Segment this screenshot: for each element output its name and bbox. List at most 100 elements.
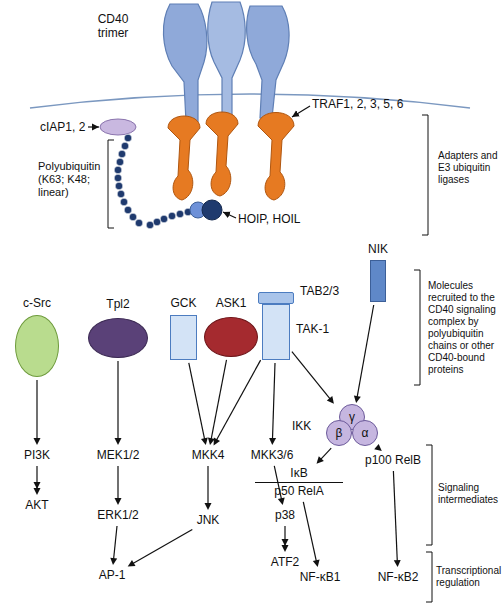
node-label: p100 RelB: [361, 453, 425, 468]
signal-node: ERK1/2: [92, 508, 144, 523]
ubiquitin-bead: [160, 215, 168, 223]
node-label: IKK: [292, 419, 311, 433]
kinase-oval: ASK1: [204, 317, 258, 357]
connector-line: [393, 471, 397, 564]
cell-membrane: [30, 94, 470, 108]
bracket-label: Transcriptional regulation: [436, 565, 502, 589]
arrow-connector: [303, 502, 319, 567]
leader-arrow: [88, 126, 99, 127]
node-label: c-Src: [5, 296, 69, 310]
ciap-oval: [100, 119, 136, 135]
arrowhead: [278, 498, 285, 506]
arrowhead: [115, 438, 122, 445]
bracket: [422, 115, 428, 235]
kinase-box: TAB2/3TAK-1: [262, 304, 290, 360]
leader-arrow: [223, 212, 236, 218]
ubiquitin-bead: [114, 166, 122, 174]
traf-adapter: [168, 116, 200, 200]
arrow-connector: [110, 526, 117, 565]
node-label: NF-κB2: [371, 570, 425, 585]
signal-node: p38: [270, 508, 300, 523]
connector-line: [378, 448, 379, 449]
ikk-complex: IKKγβα: [326, 406, 378, 446]
ubiquitin-bead: [129, 213, 137, 221]
kinase-oval: c-Src: [15, 315, 59, 377]
kinase-box: NIK: [370, 260, 386, 302]
arrow-connector: [354, 305, 374, 403]
ubiquitin-bead: [168, 212, 176, 220]
connector-line: [319, 448, 332, 461]
node-label: β: [326, 426, 352, 440]
arrowhead: [374, 444, 382, 451]
node-label: NF-κB1: [293, 570, 347, 585]
traf-adapter: [258, 113, 294, 201]
node-label: PI3K: [17, 448, 57, 463]
connector-line: [36, 380, 37, 442]
ubiquitin-bead: [124, 206, 132, 214]
connector-line: [272, 363, 275, 442]
arrowhead: [201, 438, 208, 446]
ubiquitin-bead: [115, 182, 123, 190]
arrowhead: [282, 545, 289, 552]
arrow-connector: [205, 466, 212, 510]
arrow-connector: [214, 360, 261, 445]
arrowhead: [313, 560, 320, 568]
ubiquitin-bead: [124, 134, 132, 142]
node-label: TAB2/3: [300, 284, 339, 298]
ikk-subunit: α: [352, 420, 378, 446]
arrow-connector: [393, 471, 400, 567]
node-label: TAK-1: [296, 322, 329, 336]
transcription-factor: NF-κB1: [293, 570, 347, 585]
node-label: p50 RelA: [255, 484, 343, 499]
arrow-connector: [282, 526, 289, 552]
node-label: AKT: [17, 498, 57, 513]
inhibitor-complex: IκBp50 RelA: [255, 466, 343, 499]
arrow-connector: [115, 361, 122, 445]
transcription-factor: ATF2: [265, 555, 305, 570]
ubiquitin-chain: [114, 134, 192, 229]
chain-label: Polyubiquitin (K63; K48; linear): [38, 160, 106, 199]
arrowhead: [34, 482, 41, 489]
arrow-connector: [34, 380, 41, 445]
ubiquitin-bead: [135, 219, 143, 227]
node-label: NIK: [358, 242, 398, 256]
arrowhead: [327, 396, 334, 404]
cd40-receptor: [208, 2, 246, 120]
ubiquitin-bead: [120, 198, 128, 206]
arrowhead: [214, 438, 220, 446]
arrowhead: [354, 396, 361, 404]
divider-line: [255, 482, 343, 483]
cd40-receptor: [163, 4, 206, 122]
ubiquitin-bead: [118, 150, 126, 158]
node-label: AP-1: [92, 568, 132, 583]
signal-node: AKT: [17, 498, 57, 513]
tab-cap: [258, 292, 294, 304]
arrowhead: [110, 558, 117, 565]
connector-line: [357, 305, 374, 400]
arrowhead: [269, 438, 276, 445]
arrow-connector: [292, 352, 334, 404]
arrowhead: [208, 438, 215, 446]
ubiquitin-bead: [114, 174, 122, 182]
bracket-label: Adapters and E3 ubiquitin ligases: [438, 150, 500, 186]
ubiquitin-bead: [121, 142, 129, 150]
connector-line: [117, 466, 118, 502]
arrow-connector: [189, 363, 208, 445]
leader-arrow: [292, 106, 310, 117]
connector-line: [284, 526, 285, 549]
node-label: p38: [270, 508, 300, 523]
kinase-box: GCK: [170, 315, 197, 360]
connector-line: [207, 466, 208, 507]
node-label: MEK1/2: [92, 448, 144, 463]
node-label: ASK1: [199, 296, 263, 310]
hoil-circle: [202, 200, 222, 220]
arrowhead: [34, 438, 41, 445]
arrow-connector: [317, 448, 332, 464]
connector-line: [211, 360, 227, 442]
node-label: ATF2: [265, 555, 305, 570]
signal-node: p100 RelB: [361, 453, 425, 468]
signal-node: JNK: [191, 513, 225, 528]
bracket-label: Molecules recruited to the CD40 signalin…: [428, 280, 502, 376]
arrowhead: [205, 503, 212, 510]
